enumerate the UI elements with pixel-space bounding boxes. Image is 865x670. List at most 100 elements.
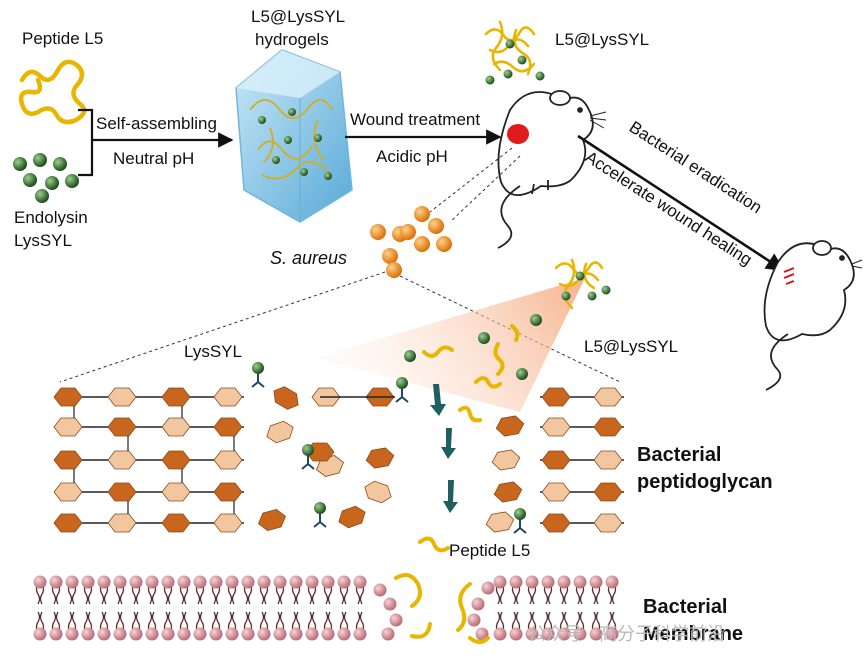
glycan-unit [107, 450, 137, 470]
lipid-head [241, 627, 255, 641]
lipid-head [209, 627, 223, 641]
lipid-head [225, 575, 239, 589]
bacterial-peptidoglycan-label-line1: Bacterial [637, 444, 722, 466]
lipid-head [589, 575, 603, 589]
lipid-head [557, 627, 571, 641]
glycan-unit [593, 417, 623, 437]
glycan-unit [593, 482, 623, 502]
lipid-head [209, 575, 223, 589]
endolysin-cluster [13, 153, 79, 203]
lipid-head [289, 627, 303, 641]
lipid-head [129, 575, 143, 589]
lipid-head [289, 575, 303, 589]
lipid-head [97, 627, 111, 641]
lyssyl-mid-label: LysSYL [184, 342, 242, 361]
lipid-head [605, 627, 619, 641]
lyssyl-enzyme [314, 502, 326, 514]
glycan-unit [541, 387, 571, 407]
lipid-head [337, 575, 351, 589]
glycan-unit [364, 480, 392, 504]
bacterial-membrane-layer [33, 575, 619, 641]
glycan-unit [257, 509, 287, 531]
lipid-head [353, 575, 367, 589]
lipid-head [145, 627, 159, 641]
lipid-head [321, 627, 335, 641]
bacterial-membrane-label-line2: Membrane [643, 623, 743, 645]
treated-mouse [497, 90, 607, 249]
peptide-l5-bottom [418, 536, 450, 553]
healed-wound-mark [783, 267, 795, 285]
lipid-head [493, 627, 507, 641]
endolysin-label: Endolysin [14, 208, 88, 227]
neutral-ph-label: Neutral pH [113, 149, 194, 168]
glycan-unit [213, 387, 243, 407]
lipid-head [113, 627, 127, 641]
glycan-unit [107, 513, 137, 533]
peptide-l5-squiggle [18, 59, 87, 125]
lipid-head [161, 627, 175, 641]
glycan-unit [593, 513, 623, 533]
glycan-unit [53, 513, 83, 533]
glycan-unit [53, 417, 83, 437]
glycan-unit [53, 482, 83, 502]
lyssyl-enzyme [514, 508, 526, 520]
l5-lyssyl-mouse-label: L5@LysSYL [555, 30, 649, 49]
lipid-head [321, 575, 335, 589]
wound-site [507, 124, 529, 144]
lipid-head [557, 575, 571, 589]
hydrogel-label-line2: hydrogels [255, 30, 329, 49]
l5-lyssyl-cluster-top-enzymes [485, 39, 545, 85]
glycan-unit [541, 482, 571, 502]
lyssyl-claw [301, 456, 315, 470]
zoom-line-mouse-left [429, 147, 513, 213]
glycan-unit [338, 505, 366, 529]
released-enzymes [404, 314, 542, 380]
glycan-unit [495, 415, 525, 437]
lipid-head [305, 575, 319, 589]
glycan-unit [365, 447, 395, 469]
glycan-unit [213, 482, 243, 502]
lipid-head [81, 575, 95, 589]
lipid-head [49, 575, 63, 589]
watermark: 公众号 · 高分子科学前沿 [528, 624, 725, 645]
lipid-head [383, 597, 397, 611]
l5-lyssyl-cluster-mid-enzymes [561, 271, 611, 301]
lipid-head [273, 575, 287, 589]
lipid-head [541, 575, 555, 589]
lipid-head [33, 627, 47, 641]
glycan-unit [541, 450, 571, 470]
membrane-inserted-peptides [394, 573, 490, 644]
lipid-head [373, 583, 387, 597]
healed-mouse [763, 240, 863, 391]
glycan-unit [107, 482, 137, 502]
glycan-unit [161, 513, 191, 533]
zoom-line-mouse-right [449, 155, 521, 223]
lipid-head [525, 627, 539, 641]
glycan-unit [213, 417, 243, 437]
lipid-head [509, 575, 523, 589]
glycan-unit [266, 420, 294, 444]
hydrogel-label-line1: L5@LysSYL [251, 7, 345, 26]
lyssyl-claw [395, 389, 409, 403]
lipid-head [65, 575, 79, 589]
lipid-head [541, 627, 555, 641]
lipid-head [337, 627, 351, 641]
glycan-unit [161, 387, 191, 407]
peptidoglycan-layer [53, 362, 624, 534]
peptide-l5-bottom-label: Peptide L5 [449, 541, 530, 560]
lipid-head [177, 575, 191, 589]
lipid-head [475, 627, 489, 641]
glycan-unit [213, 450, 243, 470]
glycan-unit [491, 449, 521, 471]
glycan-unit [161, 482, 191, 502]
lipid-head [193, 627, 207, 641]
glycan-unit [493, 481, 523, 503]
lipid-head [509, 627, 523, 641]
lipid-head [113, 575, 127, 589]
acidic-ph-label: Acidic pH [376, 147, 448, 166]
lipid-head [525, 575, 539, 589]
zoom-line-left [59, 271, 386, 383]
peptide-l5-top-label: Peptide L5 [22, 29, 103, 48]
penetration-arrows [430, 384, 458, 513]
